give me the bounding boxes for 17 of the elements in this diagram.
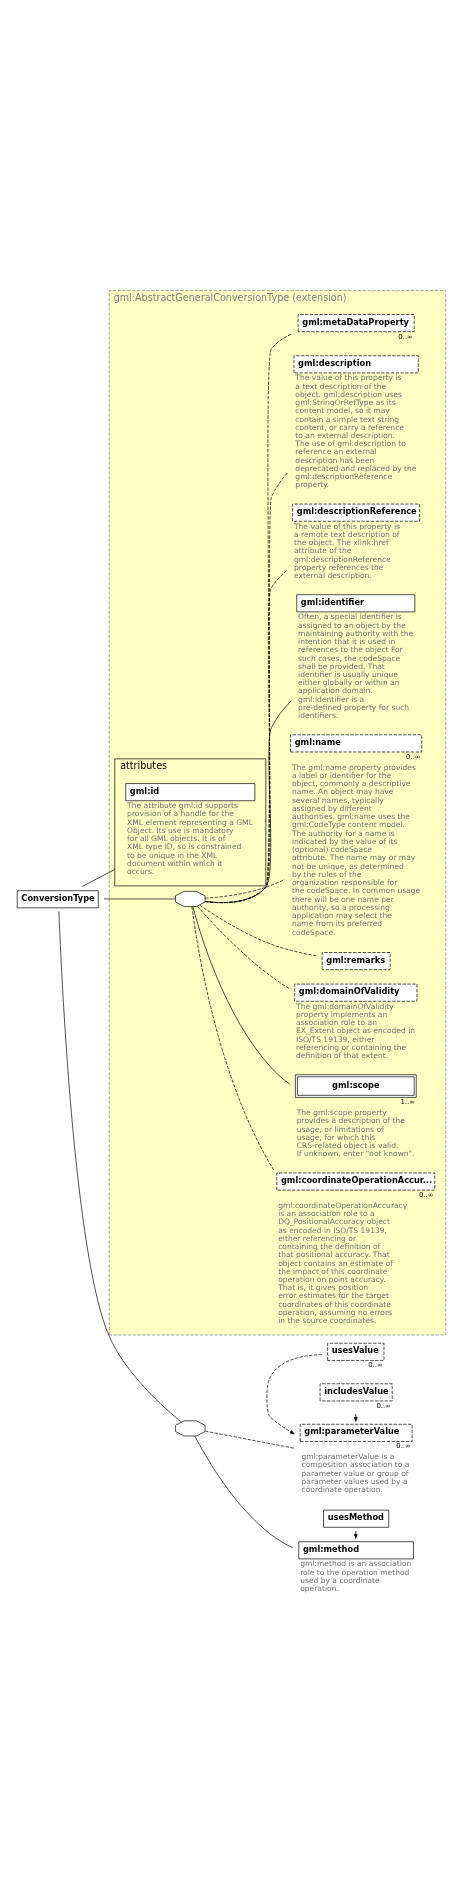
- connector: [103, 898, 176, 899]
- connector: [204, 700, 291, 903]
- connector: [81, 868, 115, 887]
- arrow: [353, 1413, 358, 1422]
- connector: [193, 1435, 293, 1548]
- connector: [192, 905, 290, 1084]
- connector: [204, 333, 292, 903]
- connector: [191, 905, 274, 1170]
- connector: [198, 904, 317, 956]
- connector: [204, 1430, 295, 1449]
- node-octagon: [174, 890, 205, 907]
- node-octagon: [174, 1420, 205, 1436]
- connector: [196, 905, 289, 989]
- arrow: [353, 1530, 358, 1539]
- connector: [204, 878, 285, 899]
- connector: [58, 910, 182, 1422]
- arrow: [266, 1353, 322, 1434]
